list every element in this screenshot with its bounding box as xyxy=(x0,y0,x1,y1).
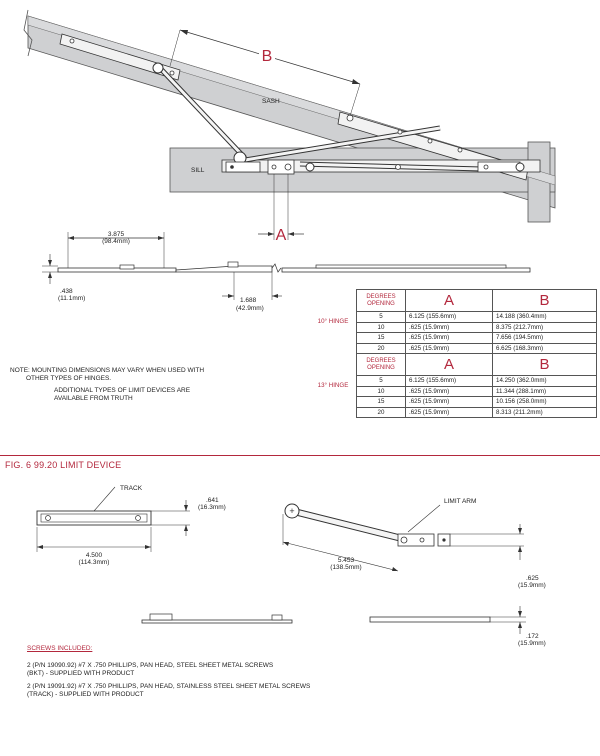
screws-included: SCREWS INCLUDED: 2 (P/N 19090.92) #7 X .… xyxy=(27,645,447,704)
cell-b: 11.344 (288.1mm) xyxy=(492,385,597,397)
header-a: A xyxy=(405,353,493,376)
side-elevation: 3.875 (98.4mm) .438 (11.1mm) 1.688 (42.9… xyxy=(42,231,531,312)
dim-3875: 3.875 xyxy=(108,231,125,238)
dim-641-mm: (16.3mm) xyxy=(198,504,226,511)
header-degrees-opening: DEGREES OPENING xyxy=(356,289,406,312)
table-row: 20.625 (15.9mm)8.313 (211.2mm) xyxy=(310,406,597,418)
label-a: A xyxy=(276,227,287,244)
cell-a: .625 (15.9mm) xyxy=(405,396,493,408)
cell-b: 14.250 (362.0mm) xyxy=(492,375,597,387)
screw-item-1-line-1: 2 (P/N 19090.92) #7 X .750 PHILLIPS, PAN… xyxy=(27,662,274,669)
cell-degrees: 5 xyxy=(356,311,406,323)
screw-item-1: 2 (P/N 19090.92) #7 X .750 PHILLIPS, PAN… xyxy=(27,662,447,678)
header-b: B xyxy=(492,289,597,312)
note-line-2: OTHER TYPES OF HINGES. xyxy=(26,375,112,382)
mounting-note: NOTE: MOUNTING DIMENSIONS MAY VARY WHEN … xyxy=(10,367,260,403)
dim-641: .641 xyxy=(206,497,219,504)
label-sash: SASH xyxy=(262,98,280,105)
screw-item-1-line-2: (BKT) - SUPPLIED WITH PRODUCT xyxy=(27,670,135,677)
dim-438-mm: (11.1mm) xyxy=(58,295,85,302)
cell-a: .625 (15.9mm) xyxy=(405,406,493,418)
cell-a: 6.125 (155.6mm) xyxy=(405,375,493,387)
sash-sill-assembly: B SASH SILL A xyxy=(23,9,556,244)
cell-degrees: 10 xyxy=(356,385,406,397)
dim-1688-mm: (42.9mm) xyxy=(236,305,264,312)
section-divider xyxy=(0,455,600,456)
cell-degrees: 10 xyxy=(356,321,406,333)
svg-text:+: + xyxy=(289,506,294,516)
dim-5453: 5.453 xyxy=(338,557,355,564)
cell-degrees: 15 xyxy=(356,396,406,408)
screws-heading: SCREWS INCLUDED: xyxy=(27,645,93,652)
label-track: TRACK xyxy=(120,485,143,492)
dim-625-mm: (15.9mm) xyxy=(518,582,546,589)
screw-item-2-line-2: (TRACK) - SUPPLIED WITH PRODUCT xyxy=(27,691,144,698)
note-line-4: AVAILABLE FROM TRUTH xyxy=(54,395,133,402)
figure-title: FIG. 6 99.20 LIMIT DEVICE xyxy=(5,460,122,470)
dim-4500: 4.500 xyxy=(86,552,103,559)
cell-a: .625 (15.9mm) xyxy=(405,385,493,397)
cell-a: .625 (15.9mm) xyxy=(405,332,493,344)
cell-b: 8.375 (212.7mm) xyxy=(492,321,597,333)
cell-a: .625 (15.9mm) xyxy=(405,342,493,354)
hinge-label: 13° HINGE xyxy=(317,382,349,389)
note-line-3: ADDITIONAL TYPES OF LIMIT DEVICES ARE xyxy=(54,387,191,394)
cell-b: 14.188 (360.4mm) xyxy=(492,311,597,323)
screw-item-2: 2 (P/N 19091.92) #7 X .750 PHILLIPS, PAN… xyxy=(27,683,447,699)
label-b: B xyxy=(262,48,273,65)
dim-438: .438 xyxy=(60,288,73,295)
dim-625: .625 xyxy=(526,575,539,582)
cell-degrees: 5 xyxy=(356,375,406,387)
cell-b: 8.313 (211.2mm) xyxy=(492,406,597,418)
cell-degrees: 20 xyxy=(356,342,406,354)
cell-degrees: 20 xyxy=(356,406,406,418)
cell-b: 7.656 (194.5mm) xyxy=(492,332,597,344)
dim-4500-mm: (114.3mm) xyxy=(79,559,110,566)
dim-3875-mm: (98.4mm) xyxy=(102,238,130,245)
cell-b: 10.156 (258.0mm) xyxy=(492,396,597,408)
cell-a: 6.125 (155.6mm) xyxy=(405,311,493,323)
cell-b: 6.625 (168.3mm) xyxy=(492,342,597,354)
dim-172-mm: (15.9mm) xyxy=(518,640,546,647)
dim-5453-mm: (138.5mm) xyxy=(330,564,361,571)
label-sill: SILL xyxy=(191,167,205,174)
dim-1688: 1.688 xyxy=(240,297,257,304)
hinge-label: 10° HINGE xyxy=(317,318,349,325)
cell-degrees: 15 xyxy=(356,332,406,344)
label-limit-arm: LIMIT ARM xyxy=(444,498,476,505)
header-b: B xyxy=(492,353,597,376)
screw-item-2-line-1: 2 (P/N 19091.92) #7 X .750 PHILLIPS, PAN… xyxy=(27,683,311,690)
dim-172: .172 xyxy=(526,633,539,640)
fig6-drawings: TRACK .641 (16.3mm) 4.500 (114.3mm) + LI… xyxy=(36,485,546,647)
note-line-1: NOTE: MOUNTING DIMENSIONS MAY VARY WHEN … xyxy=(10,367,205,374)
header-a: A xyxy=(405,289,493,312)
header-degrees-opening: DEGREES OPENING xyxy=(356,353,406,376)
cell-a: .625 (15.9mm) xyxy=(405,321,493,333)
